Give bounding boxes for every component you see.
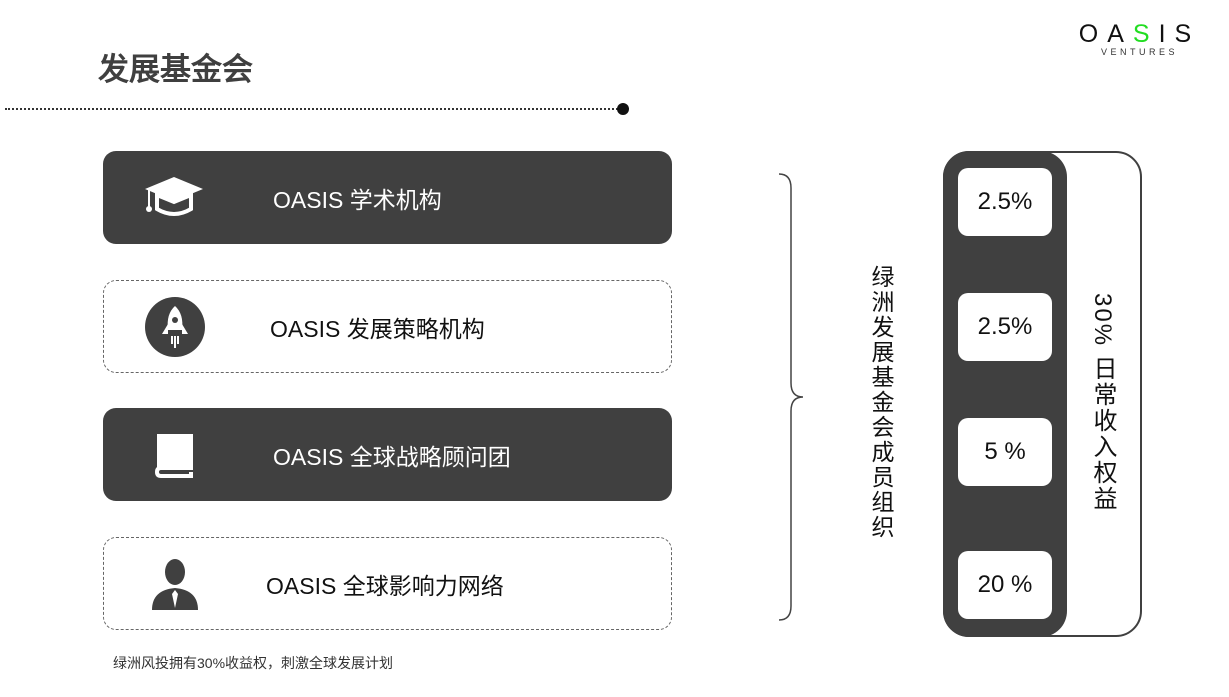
brace-icon — [778, 173, 804, 621]
oasis-ventures-logo: OASIS VENTURES — [1072, 20, 1207, 57]
logo-text: OA — [1078, 20, 1133, 48]
percentage-card: 2.5% — [958, 293, 1052, 361]
person-icon — [144, 553, 206, 615]
logo-subtitle: VENTURES — [1100, 47, 1178, 57]
group-label: 绿洲发展基金会成员组织 — [868, 265, 894, 540]
rocket-icon — [144, 296, 206, 358]
revenue-label: 30% 日常收入权益 — [1089, 293, 1116, 512]
percentage-card: 2.5% — [958, 168, 1052, 236]
graduation-cap-icon — [143, 167, 205, 229]
percentage-card: 20 % — [958, 551, 1052, 619]
divider-dot — [617, 103, 629, 115]
row-label: OASIS 学术机构 — [273, 186, 442, 213]
row-academic-institution: OASIS 学术机构 — [103, 151, 672, 244]
row-label: OASIS 发展策略机构 — [270, 315, 485, 342]
page-title: 发展基金会 — [98, 52, 253, 87]
book-icon — [143, 424, 205, 486]
logo-text: IS — [1158, 20, 1201, 48]
logo-text-accent: S — [1132, 20, 1159, 48]
dotted-divider — [5, 108, 621, 110]
row-label: OASIS 全球影响力网络 — [266, 572, 504, 599]
percentage-card: 5 % — [958, 418, 1052, 486]
row-global-influence: OASIS 全球影响力网络 — [103, 537, 672, 630]
row-strategy-institution: OASIS 发展策略机构 — [103, 280, 672, 373]
row-label: OASIS 全球战略顾问团 — [273, 443, 511, 470]
footer-note: 绿洲风投拥有30%收益权，刺激全球发展计划 — [113, 655, 394, 671]
row-global-advisory: OASIS 全球战略顾问团 — [103, 408, 672, 501]
